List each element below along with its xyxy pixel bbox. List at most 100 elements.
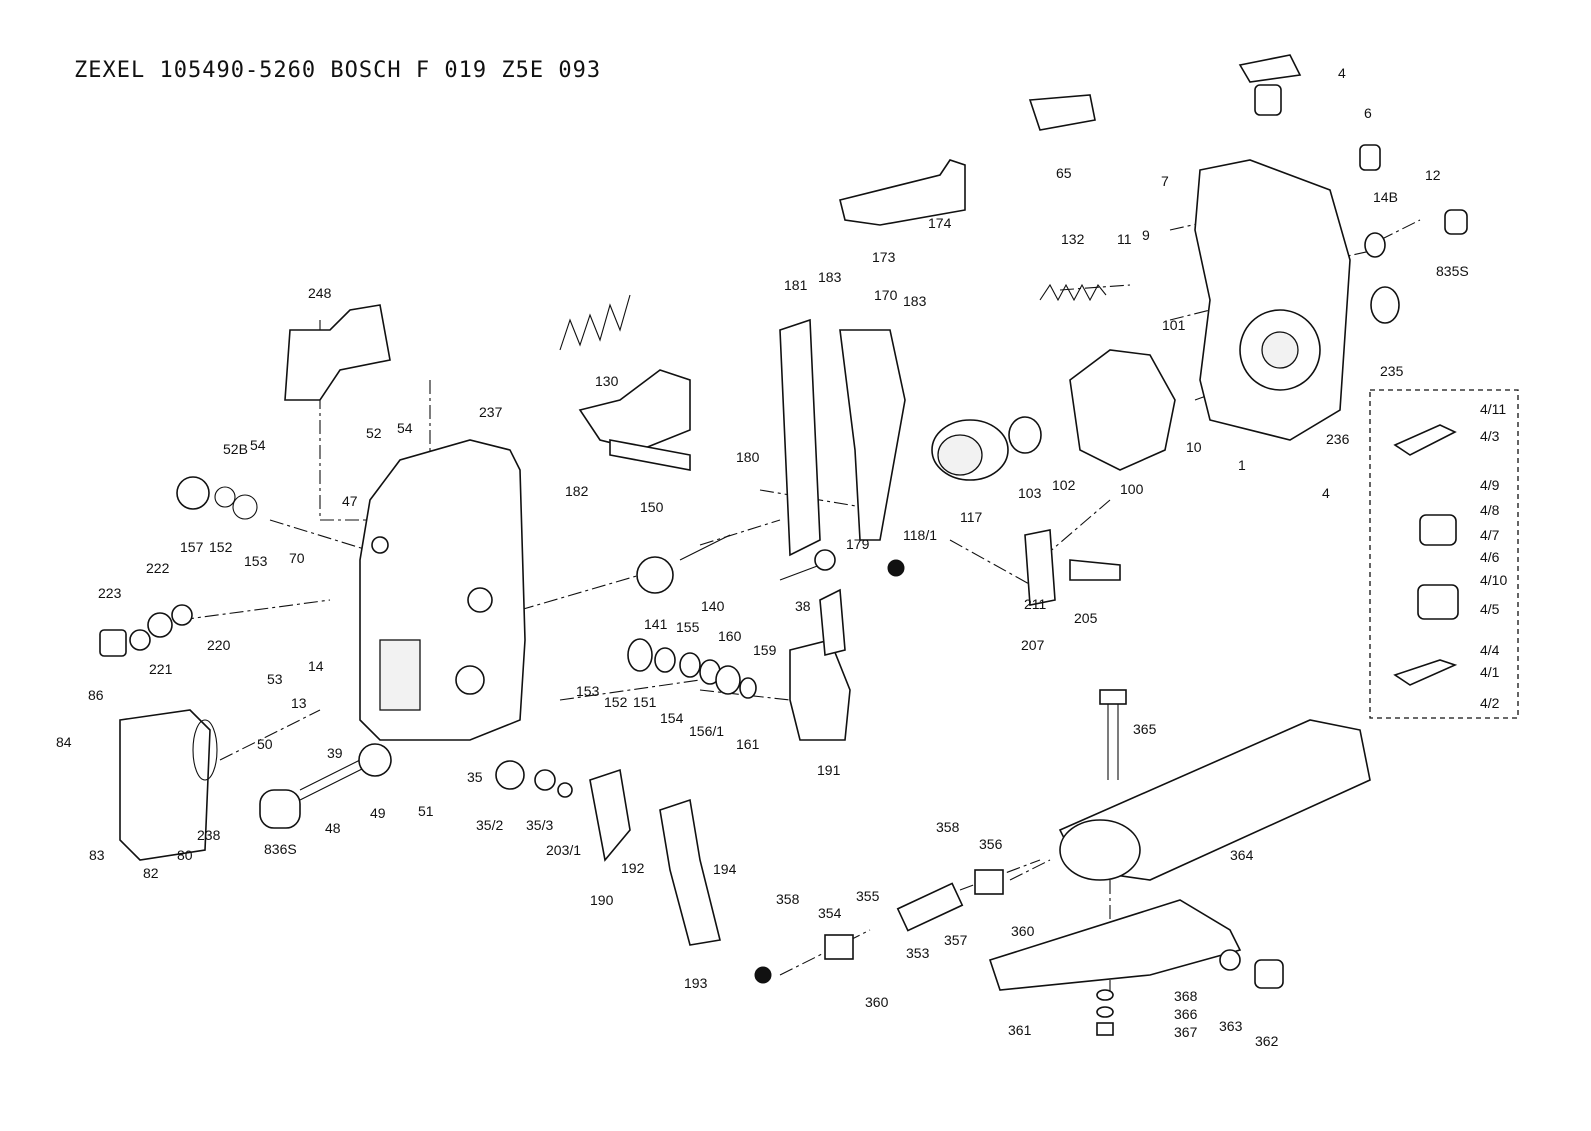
part-label: 54 — [250, 437, 266, 453]
part-label: 103 — [1018, 485, 1042, 501]
part-label: 4/2 — [1480, 695, 1500, 711]
part-label: 11 — [1117, 231, 1132, 247]
part-label: 80 — [177, 847, 193, 863]
part-label: 180 — [736, 449, 760, 465]
part-label: 155 — [676, 619, 700, 635]
part-label: 358 — [936, 819, 960, 835]
part-label: 174 — [928, 215, 952, 231]
part-label: 207 — [1021, 637, 1045, 653]
part-label: 141 — [644, 616, 668, 632]
part-label: 1 — [1238, 457, 1246, 473]
part-label: 14B — [1373, 189, 1398, 205]
part-label: 363 — [1219, 1018, 1243, 1034]
part-label: 47 — [342, 493, 358, 509]
part-label: 360 — [865, 994, 889, 1010]
part-label: 361 — [1008, 1022, 1032, 1038]
part-label: 190 — [590, 892, 614, 908]
part-label: 183 — [903, 293, 927, 309]
part-label: 35 — [467, 769, 483, 785]
part-label: 835S — [1436, 263, 1469, 279]
part-label: 52 — [366, 425, 382, 441]
part-label: 54 — [397, 420, 413, 436]
part-label: 157 — [180, 539, 204, 555]
part-label: 4/9 — [1480, 477, 1500, 493]
part-label: 4/1 — [1480, 664, 1500, 680]
part-label: 235 — [1380, 363, 1404, 379]
part-label: 355 — [856, 888, 880, 904]
part-label: 83 — [89, 847, 105, 863]
part-label: 117 — [960, 509, 983, 525]
part-label: 102 — [1052, 477, 1076, 493]
part-label: 100 — [1120, 481, 1144, 497]
part-label: 4/8 — [1480, 502, 1500, 518]
part-label: 50 — [257, 736, 273, 752]
part-label: 152 — [604, 694, 628, 710]
part-label: 6 — [1364, 105, 1372, 121]
part-label: 357 — [944, 932, 968, 948]
part-label: 153 — [576, 683, 600, 699]
part-label: 118/1 — [903, 527, 937, 543]
part-label: 86 — [88, 687, 104, 703]
part-label: 10 — [1186, 439, 1202, 455]
part-label: 140 — [701, 598, 725, 614]
part-label: 156/1 — [689, 723, 724, 739]
part-label: 248 — [308, 285, 332, 301]
part-label: 150 — [640, 499, 664, 515]
part-label: 365 — [1133, 721, 1157, 737]
part-label: 179 — [846, 536, 870, 552]
part-label: 236 — [1326, 431, 1350, 447]
diagram-title: ZEXEL 105490-5260 BOSCH F 019 Z5E 093 — [74, 58, 602, 83]
part-label: 35/3 — [526, 817, 553, 833]
part-label: 9 — [1142, 227, 1150, 243]
part-label: 4 — [1322, 485, 1330, 501]
part-label: 35/2 — [476, 817, 503, 833]
part-label: 159 — [753, 642, 777, 658]
part-label: 13 — [291, 695, 307, 711]
part-label: 52B — [223, 441, 248, 457]
part-label: 161 — [736, 736, 760, 752]
part-label: 356 — [979, 836, 1003, 852]
part-label: 38 — [795, 598, 811, 614]
part-label: 191 — [817, 762, 841, 778]
part-label: 194 — [713, 861, 737, 877]
part-label: 12 — [1425, 167, 1441, 183]
part-label: 222 — [146, 560, 170, 576]
part-label: 366 — [1174, 1006, 1198, 1022]
part-label: 82 — [143, 865, 159, 881]
part-label: 70 — [289, 550, 305, 566]
part-label: 4/3 — [1480, 428, 1500, 444]
part-label: 173 — [872, 249, 896, 265]
part-label: 4/6 — [1480, 549, 1500, 565]
part-label: 4 — [1338, 65, 1346, 81]
part-label: 221 — [149, 661, 173, 677]
part-label: 205 — [1074, 610, 1098, 626]
part-label: 130 — [595, 373, 619, 389]
part-label: 836S — [264, 841, 297, 857]
part-label: 53 — [267, 671, 283, 687]
part-label: 65 — [1056, 165, 1072, 181]
part-label: 170 — [874, 287, 898, 303]
part-label: 220 — [207, 637, 231, 653]
part-label: 368 — [1174, 988, 1198, 1004]
part-label: 181 — [784, 277, 808, 293]
part-label: 358 — [776, 891, 800, 907]
part-label: 4/10 — [1480, 572, 1507, 588]
part-label: 153 — [244, 553, 268, 569]
part-label: 152 — [209, 539, 233, 555]
part-label: 211 — [1024, 596, 1047, 612]
part-label: 39 — [327, 745, 343, 761]
part-label: 48 — [325, 820, 341, 836]
part-label: 14 — [308, 658, 324, 674]
part-label: 154 — [660, 710, 684, 726]
part-label: 101 — [1162, 317, 1186, 333]
part-label: 132 — [1061, 231, 1085, 247]
part-label: 84 — [56, 734, 72, 750]
part-label: 49 — [370, 805, 386, 821]
part-label: 203/1 — [546, 842, 581, 858]
part-label: 4/5 — [1480, 601, 1500, 617]
part-label: 364 — [1230, 847, 1254, 863]
part-label: 360 — [1011, 923, 1035, 939]
part-label: 353 — [906, 945, 930, 961]
part-label: 238 — [197, 827, 221, 843]
